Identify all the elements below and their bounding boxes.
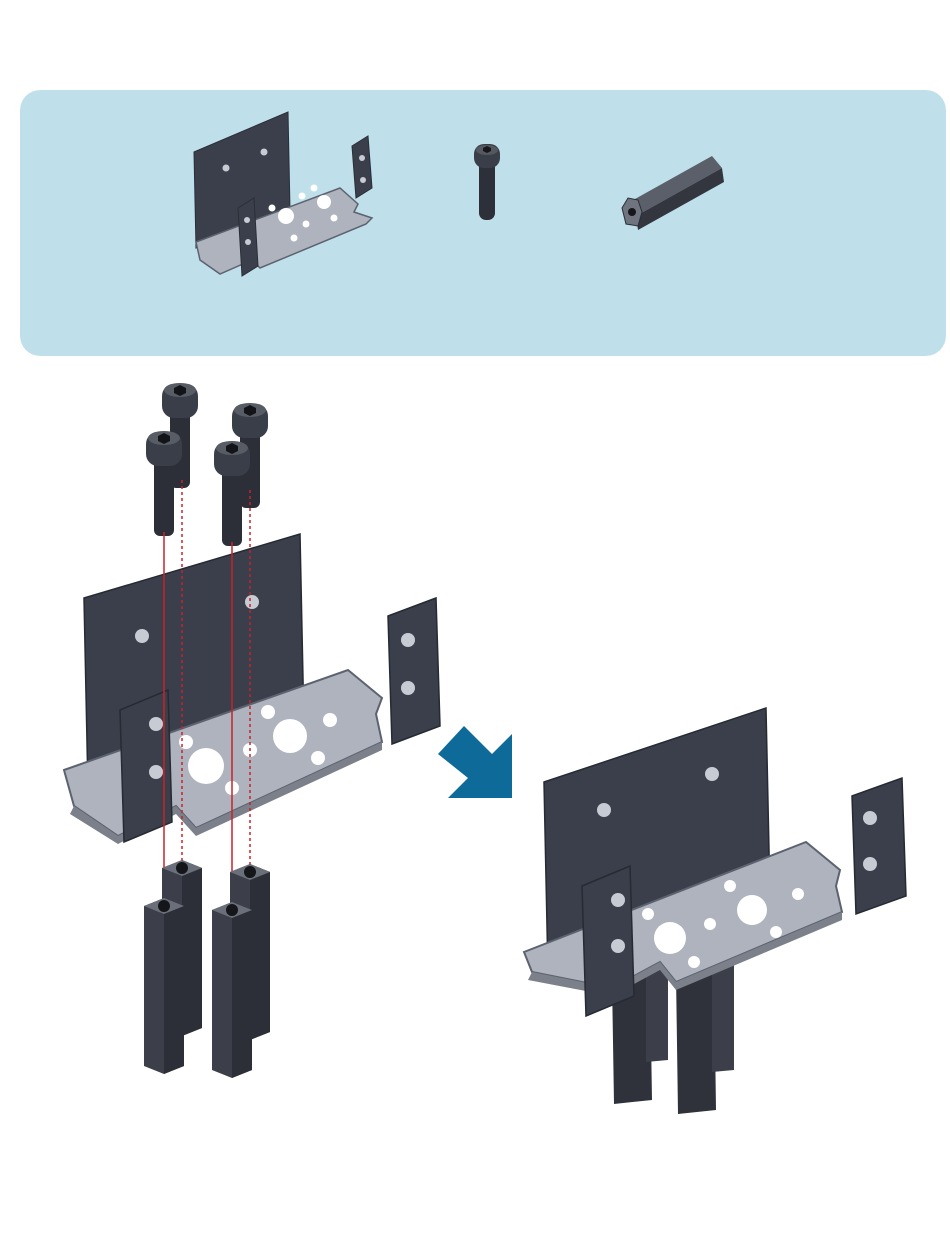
parts-panel-canvas: [20, 90, 946, 356]
standoff-part: [144, 898, 184, 1074]
parts-panel: [20, 90, 946, 356]
parts-panel-background: [20, 90, 946, 356]
assembly-canvas: [0, 370, 950, 1150]
exploded-view: [64, 383, 440, 1078]
standoff-part: [646, 968, 668, 1062]
assembled-view: [524, 708, 906, 1114]
standoff-part: [676, 970, 716, 1114]
assembly-diagram: [0, 370, 950, 1150]
standoff-part: [712, 964, 734, 1072]
arrow-down-right-icon: [438, 726, 512, 798]
standoff-part: [212, 902, 252, 1078]
